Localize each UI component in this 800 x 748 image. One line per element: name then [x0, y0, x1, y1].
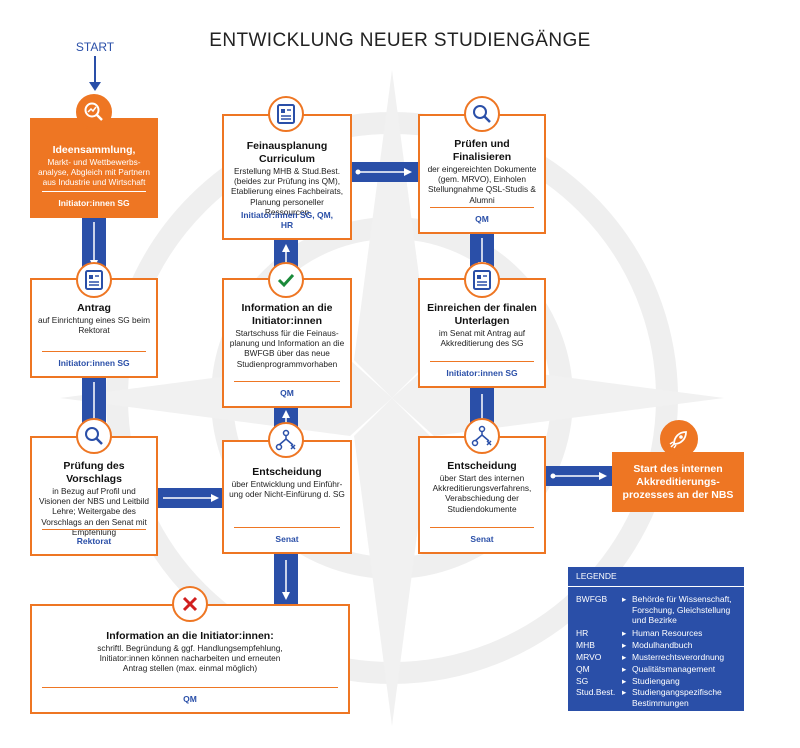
legend-definition: Musterrechtsverordnung [632, 652, 725, 662]
step-description: über Entwicklung und Einführ-ung oder Ni… [229, 479, 345, 500]
rocket-icon [660, 420, 698, 458]
start-arrow [89, 56, 101, 91]
step-title: Prüfung des Vorschlags [63, 460, 125, 485]
step-responsible: Senat [430, 527, 534, 544]
legend-abbr: MRVO [576, 652, 602, 662]
arrow-feinausplanung-pruefen [350, 162, 420, 182]
step-description: über Start des internen Akkreditierungsv… [432, 473, 532, 514]
step-description: Erstellung MHB & Stud.Best. (beides zur … [230, 166, 344, 217]
step-description: Startschuss für die Feinaus-planung und … [229, 328, 345, 369]
step-title: Prüfen und Finalisieren [452, 138, 512, 163]
step-title: Antrag [77, 302, 111, 314]
triangle-right-icon: ▸ [622, 640, 627, 650]
legend-definition: Modulhandbuch [632, 640, 693, 650]
legend-definition: Studiengangspezifische Bestimmungen [632, 687, 722, 708]
triangle-right-icon: ▸ [622, 687, 627, 697]
step-title: Feinausplanung Curriculum [246, 140, 328, 165]
legend-abbr: SG [576, 676, 589, 686]
magnifier-icon [464, 96, 500, 132]
arrow-entscheidung-start [545, 466, 615, 486]
step-responsible: Rektorat [42, 529, 146, 546]
legend-definition: Studiengang [632, 676, 680, 686]
step-responsible: Initiator:innen SG [42, 191, 146, 208]
arrow-pruefung-entscheidung [157, 488, 227, 508]
step-description: auf Einrichtung eines SG beim Rektorat [37, 315, 151, 336]
magnifier-icon [76, 418, 112, 454]
decision-branch-icon [268, 422, 304, 458]
legend-abbr: BWFGB [576, 594, 608, 604]
legend: LEGENDE BWFGB ▸ Behörde für Wissenschaft, … [568, 567, 744, 711]
page-title: ENTWICKLUNG NEUER STUDIENGÄNGE [209, 30, 591, 51]
step-responsible: Senat [234, 527, 340, 544]
step-title: Entscheidung [447, 460, 517, 472]
document-icon [268, 96, 304, 132]
legend-title: LEGENDE [568, 567, 744, 587]
legend-definition: Human Resources [632, 628, 703, 638]
step-responsible: QM [234, 381, 340, 398]
step-title: Information an die Initiator:innen: [106, 630, 274, 642]
step-pruefung-vorschlag: Prüfung des Vorschlags in Bezug auf Prof… [30, 436, 158, 556]
step-title: Ideensammlung, [52, 144, 136, 156]
step-responsible: Initiator:innen SG [430, 361, 534, 378]
decision-branch-icon [464, 418, 500, 454]
legend-abbr: QM [576, 664, 590, 674]
step-einreichen: Einreichen der finalen Unterlagen im Sen… [418, 278, 546, 388]
step-description: schriftl. Begründung & ggf. Handlungsemp… [97, 643, 283, 674]
step-ideensammlung: Ideensammlung, Markt- und Wettbewerbs-an… [30, 118, 158, 218]
step-pruefen-finalisieren: Prüfen und Finalisieren der eingereichte… [418, 114, 546, 234]
step-responsible: Initiator:innen SG [42, 351, 146, 368]
step-title: Information an die Initiator:innen [241, 302, 333, 327]
step-description: Markt- und Wettbewerbs-analyse, Abgleich… [37, 157, 151, 188]
start-label: START [75, 40, 115, 54]
legend-definition: Behörde für Wissenschaft, Forschung, Gle… [632, 594, 732, 625]
step-title: Einreichen der finalen Unterlagen [427, 302, 537, 327]
step-information-ablehnung: Information an die Initiator:innen: schr… [30, 604, 350, 714]
document-icon [464, 262, 500, 298]
step-description: der eingereichten Dokumente (gem. MRVO),… [427, 164, 537, 205]
step-entscheidung-2: Entscheidung über Start des internen Akk… [418, 436, 546, 554]
arrow-entscheidung-ablehnung [274, 554, 298, 606]
triangle-right-icon: ▸ [622, 594, 627, 604]
step-feinausplanung: Feinausplanung Curriculum Erstellung MHB… [222, 114, 352, 240]
cross-icon [172, 586, 208, 622]
step-responsible: QM [42, 687, 338, 704]
triangle-right-icon: ▸ [622, 676, 627, 686]
step-start-akkreditierung: Start des internen Akkreditierungs-proze… [612, 452, 744, 512]
triangle-right-icon: ▸ [622, 664, 627, 674]
legend-abbr: MHB [576, 640, 595, 650]
legend-abbr: HR [576, 628, 589, 638]
step-responsible: Initiator:innen SG, QM, HR [240, 210, 334, 230]
triangle-right-icon: ▸ [622, 628, 627, 638]
step-responsible: QM [430, 207, 534, 224]
step-description: im Senat mit Antrag auf Akkreditierung d… [438, 328, 526, 349]
step-title: Entscheidung [252, 466, 322, 478]
step-description: in Bezug auf Profil und Visionen der NBS… [38, 486, 150, 537]
document-icon [76, 262, 112, 298]
step-information-initiatoren: Information an die Initiator:innen Start… [222, 278, 352, 408]
triangle-right-icon: ▸ [622, 652, 627, 662]
checkmark-icon [268, 262, 304, 298]
legend-abbr: Stud.Best. [576, 687, 616, 697]
step-antrag: Antrag auf Einrichtung eines SG beim Rek… [30, 278, 158, 378]
idea-chart-icon [76, 94, 112, 130]
legend-definition: Qualitätsmanagement [632, 664, 716, 674]
